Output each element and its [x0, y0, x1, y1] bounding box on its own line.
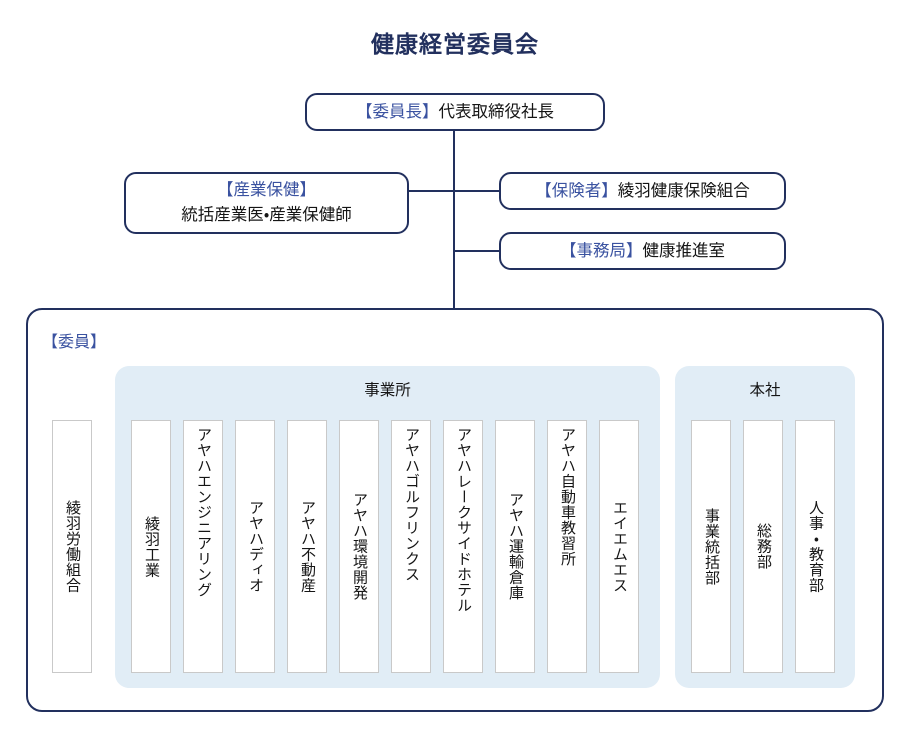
member-card-office-5: アヤハ環境開発 [339, 420, 379, 673]
node-insurer-text: 綾羽健康保険組合 [617, 181, 750, 200]
member-name: 綾羽工業 [142, 515, 160, 578]
node-secretariat-tag: 【事務局】 [560, 241, 643, 260]
group-title-offices: 事業所 [364, 382, 411, 399]
member-card-hq-2: 総務部 [743, 420, 783, 673]
member-card-hq-3: 人事・教育部 [795, 420, 835, 673]
node-chairperson: 【委員長】代表取締役社長 [305, 93, 605, 131]
member-card-office-9: アヤハ自動車教習所 [547, 420, 587, 673]
connector-to-health [409, 190, 454, 192]
member-name: 人事・教育部 [806, 500, 824, 593]
connector-trunk-vertical [453, 131, 455, 309]
member-name: アヤハ自動車教習所 [558, 427, 576, 567]
committee-label: 【委員】 [42, 334, 107, 351]
node-secretariat-text: 健康推進室 [642, 241, 726, 260]
member-card-office-1: 綾羽工業 [131, 420, 171, 673]
member-card-hq-1: 事業統括部 [691, 420, 731, 673]
node-occupational-health: 【産業保健】 統括産業医・産業保健師 [124, 172, 409, 234]
member-name: アヤハディオ [246, 500, 264, 593]
connector-to-insurer [453, 190, 500, 192]
member-card-office-4: アヤハ不動産 [287, 420, 327, 673]
member-name: アヤハ環境開発 [350, 492, 368, 601]
node-insurer-tag: 【保険者】 [535, 181, 618, 200]
member-name: アヤハエンジニアリング [194, 427, 212, 598]
member-name: アヤハゴルフリンクス [402, 427, 420, 582]
node-chairperson-tag: 【委員長】 [356, 102, 439, 121]
node-secretariat: 【事務局】健康推進室 [499, 232, 786, 270]
member-card-office-10: エイエムエス [599, 420, 639, 673]
node-occupational-health-text: 統括産業医・産業保健師 [181, 206, 352, 224]
connector-to-office [453, 250, 500, 252]
member-card-office-3: アヤハディオ [235, 420, 275, 673]
node-insurer: 【保険者】綾羽健康保険組合 [499, 172, 786, 210]
node-occupational-health-tag: 【産業保健】 [217, 181, 316, 200]
member-card-office-7: アヤハレークサイドホテル [443, 420, 483, 673]
member-name: アヤハ不動産 [298, 500, 316, 593]
member-name: 綾羽労働組合 [63, 500, 81, 593]
member-card-office-8: アヤハ運輸倉庫 [495, 420, 535, 673]
member-name: 総務部 [754, 523, 772, 570]
node-chairperson-text: 代表取締役社長 [438, 102, 555, 121]
member-name: 事業統括部 [702, 507, 720, 586]
member-card-office-6: アヤハゴルフリンクス [391, 420, 431, 673]
member-card-office-2: アヤハエンジニアリング [183, 420, 223, 673]
member-card-union: 綾羽労働組合 [52, 420, 92, 673]
member-name: アヤハ運輸倉庫 [506, 492, 524, 601]
group-title-headquarters: 本社 [749, 382, 781, 399]
member-name: エイエムエス [610, 500, 628, 593]
member-name: アヤハレークサイドホテル [454, 427, 472, 613]
page-title: 健康経営委員会 [371, 31, 539, 57]
